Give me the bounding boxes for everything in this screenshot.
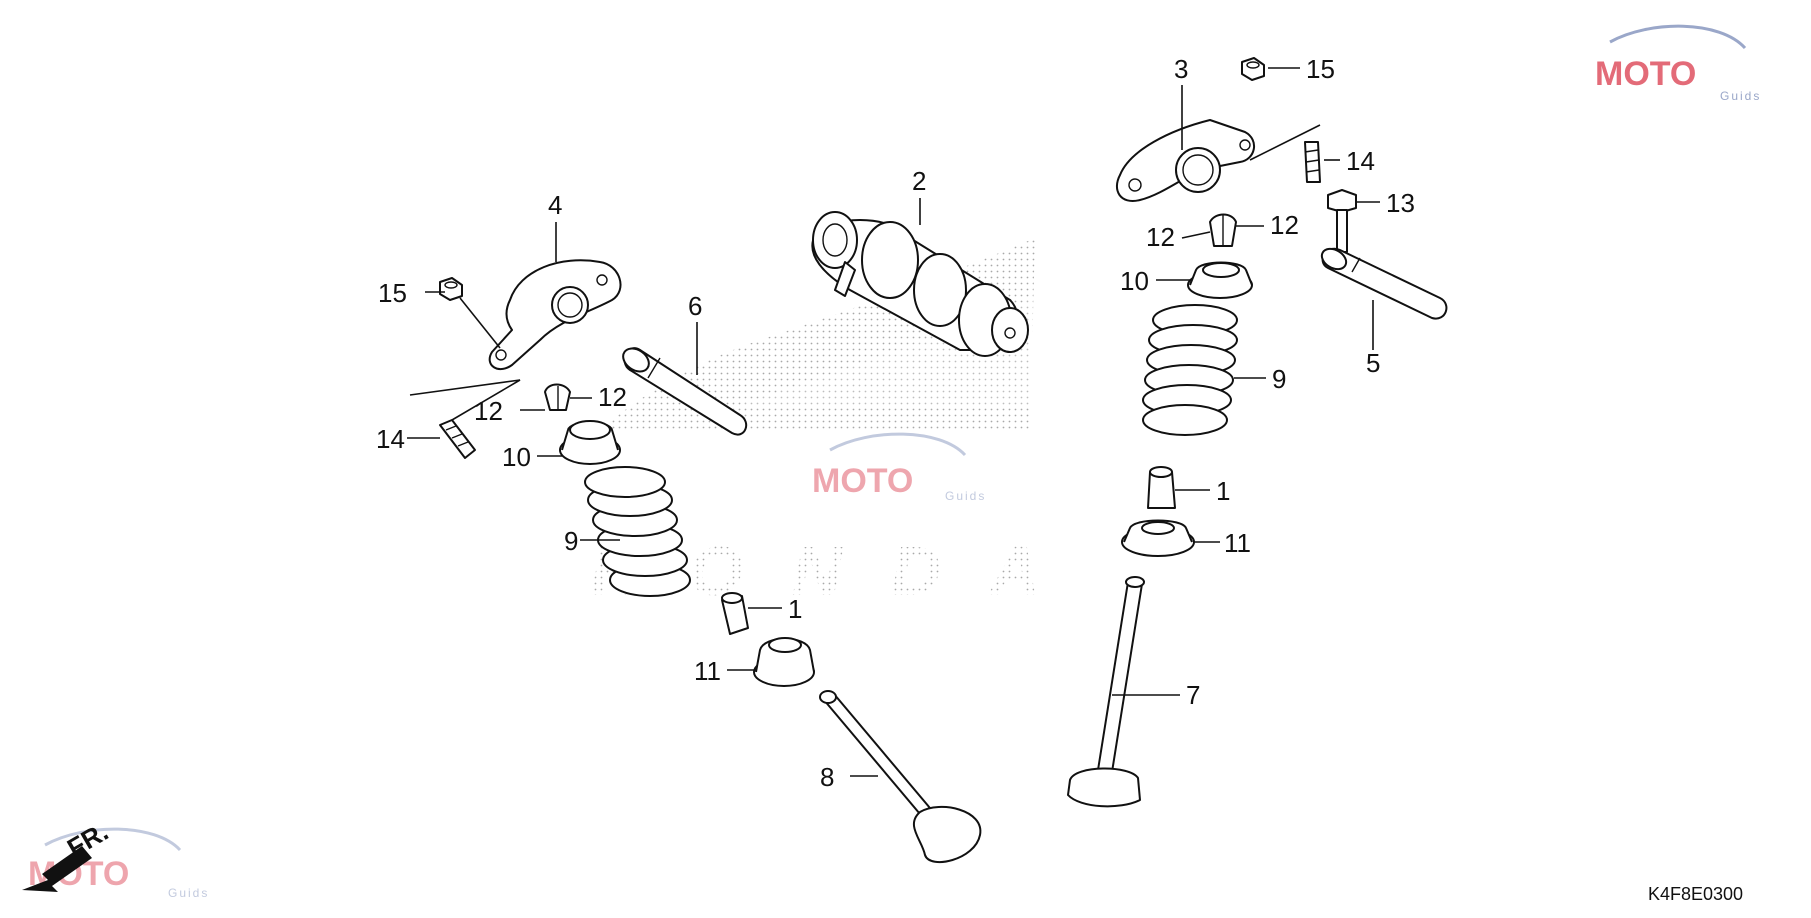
callout-8: 8 bbox=[820, 762, 834, 792]
callout-11-left: 11 bbox=[694, 656, 721, 686]
rocker-shaft-5 bbox=[1320, 247, 1448, 320]
drawing-code: K4F8E0300 bbox=[1648, 884, 1743, 904]
valve-spring-9-right bbox=[1142, 304, 1238, 436]
callout-13: 13 bbox=[1386, 188, 1415, 218]
callout-5: 5 bbox=[1366, 348, 1380, 378]
callout-3: 3 bbox=[1174, 54, 1188, 84]
camshaft-2 bbox=[811, 211, 1029, 357]
callout-15-left: 15 bbox=[378, 278, 407, 308]
watermark-text-center: MOTO bbox=[812, 462, 913, 500]
moto-guids-watermark-logo-center: MOTO Guids bbox=[812, 432, 986, 503]
rocker-arm-3 bbox=[1115, 119, 1255, 202]
stem-seal-1-left bbox=[721, 592, 749, 635]
callout-14-right: 14 bbox=[1346, 146, 1375, 176]
callout-10-left: 10 bbox=[502, 442, 531, 472]
callout-6: 6 bbox=[688, 291, 702, 321]
spring-retainer-10-right bbox=[1187, 261, 1253, 299]
callout-12-right-b: 12 bbox=[1270, 210, 1299, 240]
watermark-subtext-bottom: Guids bbox=[168, 886, 209, 900]
watermark-subtext-top: Guids bbox=[1720, 89, 1761, 103]
valve-cotter-12-left bbox=[544, 383, 571, 411]
callout-1-right: 1 bbox=[1216, 476, 1230, 506]
callout-14-left: 14 bbox=[376, 424, 405, 454]
callout-1-left: 1 bbox=[788, 594, 802, 624]
valve-cotter-12-right bbox=[1209, 213, 1237, 247]
callout-12-left-b: 12 bbox=[598, 382, 627, 412]
callouts: 15 4 14 12 12 10 9 1 11 6 8 2 3 15 14 13… bbox=[376, 54, 1415, 792]
bolt-13 bbox=[1327, 189, 1357, 253]
callout-9-left: 9 bbox=[564, 526, 578, 556]
valve-7-intake bbox=[1067, 576, 1145, 808]
spring-seat-11-right bbox=[1121, 519, 1195, 557]
watermark-subtext-center: Guids bbox=[945, 489, 986, 503]
callout-12-right-a: 12 bbox=[1146, 222, 1175, 252]
moto-guids-watermark-logo-top: MOTO Guids bbox=[1595, 24, 1761, 103]
callout-12-left-a: 12 bbox=[474, 396, 503, 426]
adjusting-screw-14-right bbox=[1304, 141, 1321, 183]
watermark-text-top: MOTO bbox=[1595, 55, 1696, 93]
leader-lines bbox=[407, 67, 1380, 777]
callout-4: 4 bbox=[548, 190, 562, 220]
lock-nut-15-right bbox=[1241, 57, 1265, 81]
valve-spring-9-left bbox=[584, 466, 691, 597]
rocker-shaft-6 bbox=[622, 347, 748, 436]
callout-15-right: 15 bbox=[1306, 54, 1335, 84]
adjusting-screw-14-left bbox=[439, 419, 476, 459]
valve-8-exhaust bbox=[819, 690, 982, 864]
callout-10-right: 10 bbox=[1120, 266, 1149, 296]
rocker-arm-4 bbox=[488, 259, 622, 371]
spring-seat-11-left bbox=[753, 637, 815, 687]
callout-9-right: 9 bbox=[1272, 364, 1286, 394]
callout-11-right: 11 bbox=[1224, 528, 1251, 558]
callout-2: 2 bbox=[912, 166, 926, 196]
callout-7: 7 bbox=[1186, 680, 1200, 710]
spring-retainer-10-left bbox=[559, 420, 621, 465]
lock-nut-15-left bbox=[439, 277, 463, 301]
stem-seal-1-right bbox=[1147, 466, 1176, 509]
